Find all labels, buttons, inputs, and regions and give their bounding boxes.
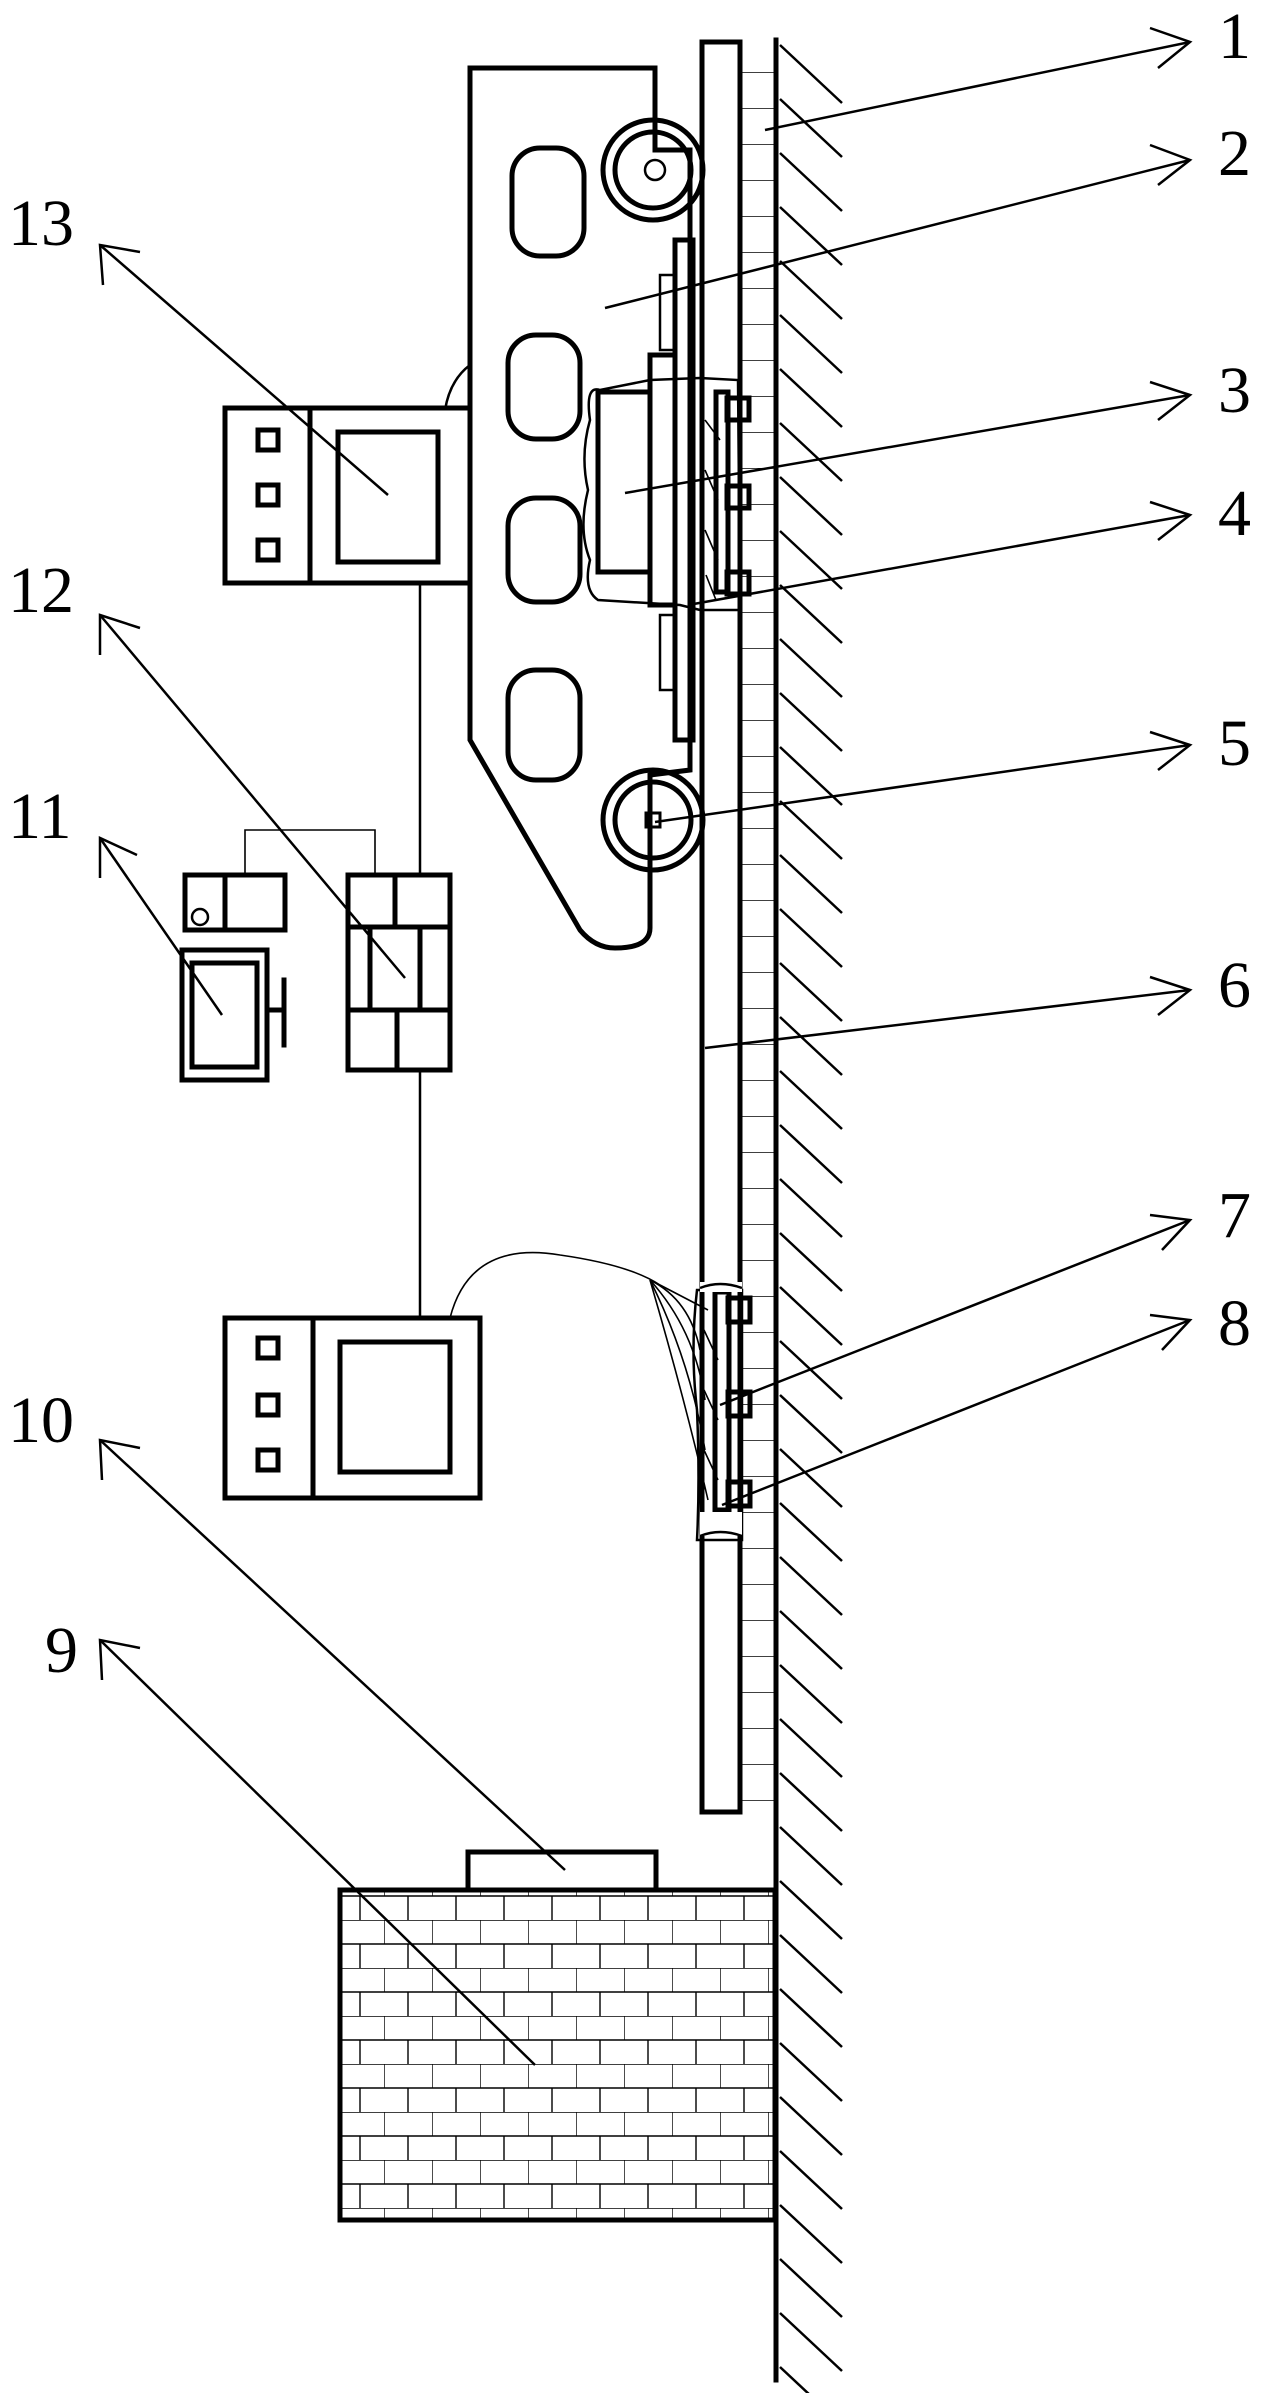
wall-hatch-line — [779, 638, 843, 698]
wall-hatch-line — [779, 1178, 843, 1238]
callout-9: 9 — [45, 1614, 78, 1687]
wall-hatch-line — [779, 1988, 843, 2048]
wall-hatch-line — [779, 1610, 843, 1670]
wall-hatch-line — [779, 1232, 843, 1292]
foundation-block — [337, 1849, 778, 2223]
network-cabinet — [244, 583, 453, 1318]
callout-labels: 1 2 3 4 5 6 7 8 9 10 11 12 13 — [8, 0, 1251, 1687]
wall-hatch-line — [779, 1124, 843, 1184]
callout-6: 6 — [1218, 949, 1251, 1022]
wall-hatch-line — [779, 962, 843, 1022]
callout-13: 13 — [8, 187, 74, 260]
wall-hatch-line — [779, 476, 843, 536]
wall-hatch-line — [779, 1880, 843, 1940]
wall-hatch-line — [779, 1772, 843, 1832]
wall-hatch-line — [779, 692, 843, 752]
computer-workstation — [179, 872, 288, 1083]
wall-hatch-line — [779, 152, 843, 212]
wall-hatch-line — [779, 422, 843, 482]
wall-hatch-line — [779, 1286, 843, 1346]
upper-wheel — [600, 117, 706, 223]
wall-hatch-line — [779, 260, 843, 320]
wall-hatch-line — [779, 1826, 843, 1886]
wall-ground — [773, 37, 843, 2393]
wall-hatch-line — [779, 2312, 843, 2372]
callout-5: 5 — [1218, 707, 1251, 780]
wall-hatch-line — [779, 98, 843, 158]
wall-hatch-line — [779, 1718, 843, 1778]
wall-hatch-line — [779, 2258, 843, 2318]
wall-hatch-line — [779, 584, 843, 644]
wall-hatch-line — [779, 1448, 843, 1508]
callout-2: 2 — [1218, 117, 1251, 190]
wall-hatch-line — [779, 44, 843, 104]
callout-10: 10 — [8, 1384, 74, 1457]
wall-hatch-line — [779, 314, 843, 374]
wall-hatch-line — [779, 2096, 843, 2156]
wall-hatch-line — [779, 854, 843, 914]
callout-arrows — [98, 26, 1193, 2066]
wall-hatch-line — [779, 1556, 843, 1616]
wall-hatch-line — [779, 2042, 843, 2102]
inspection-vehicle — [443, 65, 693, 951]
wall-hatch-line — [779, 908, 843, 968]
controller-unit-upper — [222, 405, 473, 586]
lower-wheel — [600, 767, 706, 873]
wall-hatch-line — [779, 1070, 843, 1130]
wall-hatch-line — [779, 1934, 843, 1994]
wall-hatch-line — [779, 2150, 843, 2210]
callout-11: 11 — [8, 780, 72, 853]
wall-hatch-line — [779, 368, 843, 428]
wall-hatch-line — [779, 1502, 843, 1562]
vehicle-sensor-assembly — [582, 237, 752, 743]
wall-hatch-line — [779, 206, 843, 266]
callout-12: 12 — [8, 554, 74, 627]
wall-hatch-line — [779, 1016, 843, 1076]
callout-8: 8 — [1218, 1287, 1251, 1360]
track-rail — [699, 39, 776, 1815]
wall-hatch-line — [779, 1394, 843, 1454]
wall-hatch-line — [779, 800, 843, 860]
wall-hatch-line — [779, 1664, 843, 1724]
controller-unit-lower — [222, 1251, 709, 1501]
wall-hatch-line — [779, 2366, 810, 2393]
callout-1: 1 — [1218, 0, 1251, 73]
callout-4: 4 — [1218, 477, 1251, 550]
callout-7: 7 — [1218, 1179, 1251, 1252]
callout-3: 3 — [1218, 354, 1251, 427]
wall-hatch-line — [779, 2204, 843, 2264]
